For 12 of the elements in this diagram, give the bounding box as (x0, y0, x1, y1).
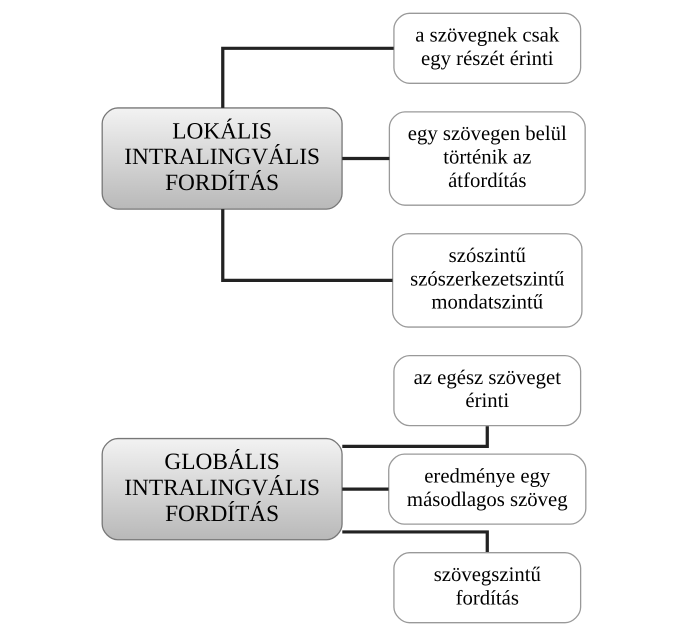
node-box: a szövegnek csak egy részét érinti (393, 12, 582, 84)
node-box: LOKÁLIS INTRALINGVÁLIS FORDÍTÁS (102, 107, 343, 210)
node-box: szószintű szószerkezetszintű mondatszintű (392, 233, 583, 328)
node-box: eredménye egy másodlagos szöveg (388, 454, 586, 525)
connector (342, 156, 390, 160)
connector (221, 46, 394, 108)
node-box: GLOBÁLIS INTRALINGVÁLIS FORDÍTÁS (102, 438, 343, 540)
node-box: az egész szöveget érinti (393, 354, 582, 426)
node-box: szövegszintű fordítás (393, 552, 582, 624)
connector (221, 209, 393, 282)
node-box: egy szövegen belül történik az átfordítás (388, 111, 586, 206)
connector (342, 488, 389, 491)
